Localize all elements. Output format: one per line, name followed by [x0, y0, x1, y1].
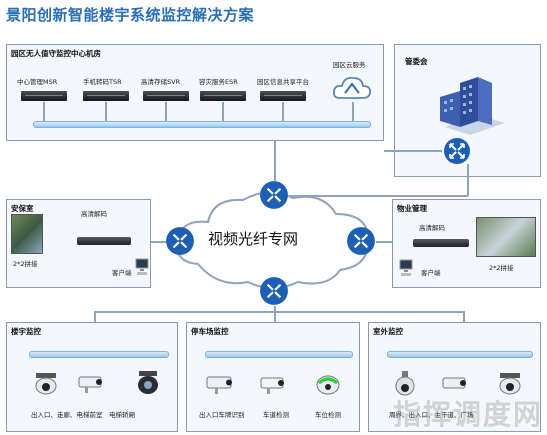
property-video-wall-image [476, 217, 536, 257]
outdoor-caption: 周界、出入口、主干道、广场 [389, 411, 474, 419]
parking-space-camera-icon [316, 375, 340, 395]
watermark: 指挥调度网 [392, 398, 543, 431]
server-label-svr: 高清存储SVR [141, 78, 181, 86]
building-caption: 出入口、走廊、电梯前室 电梯轿厢 [31, 411, 135, 419]
outdoor-dome-camera-icon [499, 373, 521, 395]
server-label-tsr: 手机转码TSR [83, 78, 122, 86]
datacenter-bus [33, 121, 371, 128]
parking-caption-plate: 出入口车牌识别 [199, 411, 245, 419]
committee-panel: 管委会 [394, 44, 541, 177]
security-wall-label: 2*2拼接 [13, 260, 38, 268]
outdoor-label: 室外监控 [373, 327, 403, 336]
security-decode-label: 高清解码 [81, 210, 107, 218]
committee-router-icon [444, 138, 470, 164]
parking-panel: 停车场监控 出入口车牌识别 车道检测 车位检测 [186, 322, 360, 432]
video-wall-image [11, 214, 43, 254]
dome-camera-icon [35, 373, 57, 395]
parking-label: 停车场监控 [191, 327, 229, 336]
security-decoder [77, 237, 131, 245]
lane-camera-icon [260, 377, 284, 394]
property-client-label: 客户端 [421, 269, 441, 277]
datacenter-panel: 园区无人值守监控中心机房 中心管理MSR 手机转码TSR 高清存储SVR 容灾服… [6, 44, 384, 141]
committee-label: 管委会 [405, 57, 428, 66]
server-label-msr: 中心管理MSR [17, 78, 58, 86]
property-decode-label: 高清解码 [419, 224, 445, 232]
security-client-label: 客户端 [112, 269, 132, 277]
outdoor-bullet-camera-icon [442, 377, 466, 389]
property-pc-icon [399, 259, 413, 276]
property-wall-label: 2*2拼接 [489, 264, 514, 272]
elevator-dome-camera-icon [138, 371, 158, 394]
building-bus [29, 351, 169, 358]
property-label: 物业管理 [397, 204, 427, 213]
building-icon [440, 77, 505, 135]
server-label-esr: 容灾服务ESR [199, 78, 238, 86]
cloud-icon [332, 77, 372, 99]
parking-bus [205, 351, 353, 358]
server-svr [143, 91, 189, 101]
server-tsr [83, 91, 129, 101]
router-right-icon [347, 227, 375, 255]
router-bottom-icon [260, 277, 288, 305]
parking-caption-space: 车位检测 [315, 411, 341, 419]
building-panel: 楼宇监控 出入口、走廊、电梯前室 电梯轿厢 [6, 322, 178, 432]
property-decoder [413, 239, 469, 247]
outdoor-bus [387, 351, 533, 358]
server-platform [260, 91, 306, 101]
outdoor-ptz-camera-icon [395, 371, 415, 396]
outdoor-panel: 室外监控 周界、出入口、主干道、广场 [368, 322, 541, 432]
plate-recognition-camera-icon [206, 376, 232, 394]
server-msr [21, 91, 67, 101]
security-pc-icon [135, 258, 149, 275]
datacenter-label: 园区无人值守监控中心机房 [11, 49, 101, 58]
parking-caption-lane: 车道检测 [263, 411, 289, 419]
page-title: 景阳创新智能楼宇系统监控解决方案 [6, 6, 255, 24]
bullet-camera-icon [78, 376, 102, 393]
server-label-platform: 园区信息共享平台 [257, 78, 309, 86]
property-panel: 物业管理 高清解码 2*2拼接 客户端 [392, 199, 541, 288]
router-left-icon [166, 227, 194, 255]
network-label: 视频光纤专网 [208, 230, 299, 248]
security-room-panel: 安保室 高清解码 2*2拼接 客户端 [6, 199, 151, 288]
router-top-icon [260, 181, 288, 209]
cloud-label: 园区云服务 [333, 61, 366, 69]
server-esr [200, 91, 246, 101]
security-room-label: 安保室 [11, 204, 34, 213]
building-label: 楼宇监控 [11, 327, 41, 336]
